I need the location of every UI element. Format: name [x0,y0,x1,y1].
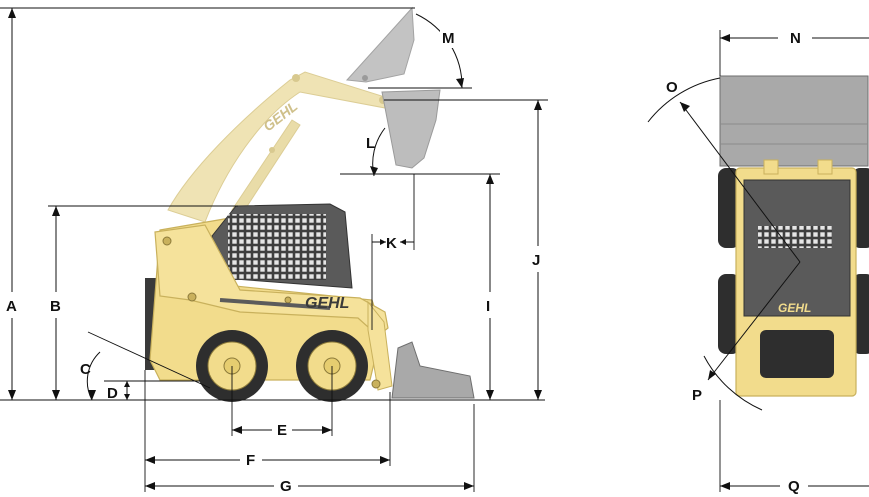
cab-window-grid [228,214,326,280]
dim-label-m: M [442,30,455,47]
top-vent-grid [758,226,832,248]
raised-bucket-level [345,6,415,83]
top-brand-text: GEHL [778,301,811,315]
dim-label-l: L [366,135,375,152]
dim-label-d: D [107,385,118,402]
raised-arm-ghost: GEHL [167,71,389,223]
dim-label-k: K [386,235,397,252]
bucket [391,341,475,399]
dim-label-b: B [50,298,61,315]
dim-label-a: A [6,298,17,315]
side-view: GEHL GEHL [0,6,548,495]
body-brand-text: GEHL [305,295,349,312]
dim-label-j: J [532,252,540,269]
dim-label-q: Q [788,478,800,495]
pivot-pin [162,236,172,246]
pivot-pin [187,292,197,302]
top-bucket [719,75,869,167]
dim-label-c: C [80,361,91,378]
loader-machine: GEHL [145,203,475,402]
top-view: GEHL N O P Q [647,30,869,495]
dim-label-n: N [790,30,801,47]
dim-label-o: O [666,79,678,96]
dim-label-p: P [692,387,702,404]
dim-label-i: I [486,298,490,315]
raised-bucket-dumped [381,89,441,169]
pivot-pin [284,296,292,304]
dim-label-e: E [277,422,287,439]
dim-label-g: G [280,478,292,495]
dim-label-f: F [246,452,255,469]
